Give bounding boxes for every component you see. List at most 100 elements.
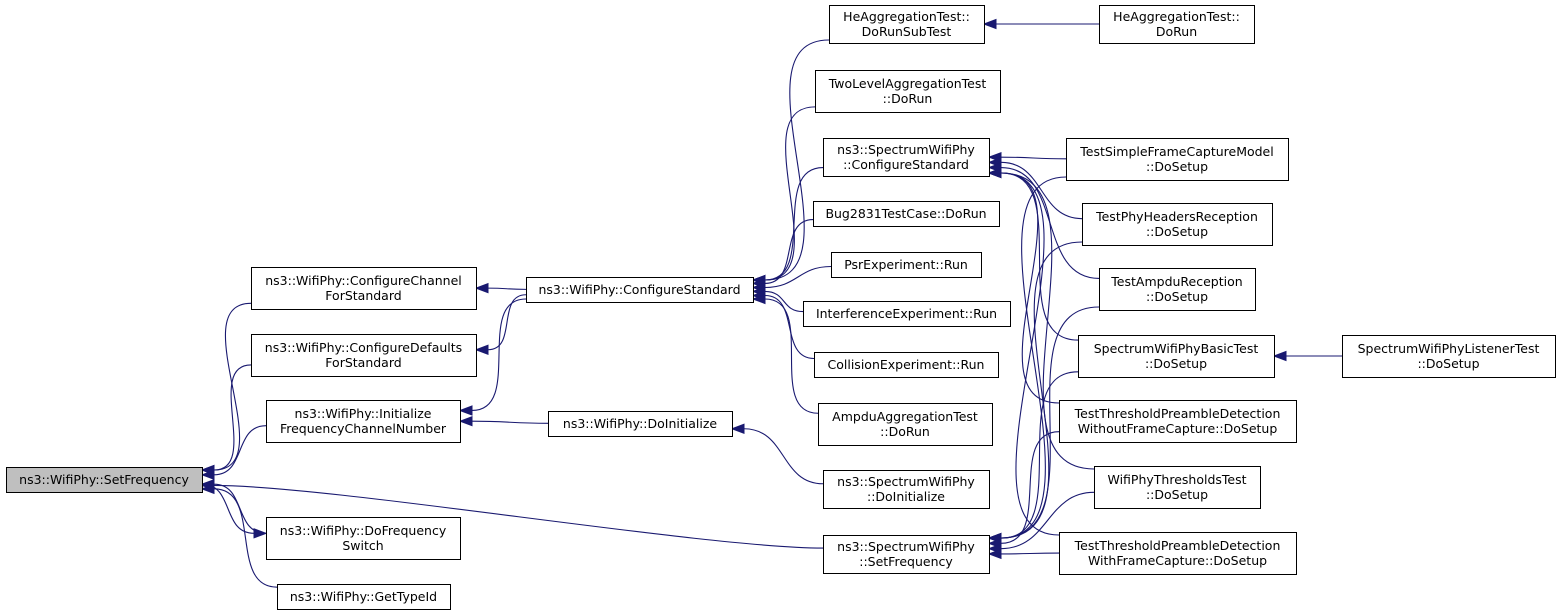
node-box (251, 334, 477, 377)
node-box (829, 5, 985, 44)
edge-twolevel-to-cfgstd (751, 106, 816, 286)
node-cfgchan[interactable]: ns3::WifiPhy::ConfigureChannelForStandar… (251, 267, 477, 310)
node-label-line: ::ConfigureStandard (843, 157, 969, 172)
node-cfgstd[interactable]: ns3::WifiPhy::ConfigureStandard (526, 277, 754, 303)
node-heaggsub[interactable]: HeAggregationTest::DoRunSubTest (829, 5, 985, 44)
edge-spdoinit-to-doinit (730, 423, 824, 485)
node-initfreq[interactable]: ns3::WifiPhy::InitializeFrequencyChannel… (266, 400, 461, 443)
node-label-line: ns3::SpectrumWifiPhy (837, 474, 975, 489)
node-heaggrun[interactable]: HeAggregationTest::DoRun (1099, 5, 1255, 44)
edge-line (213, 302, 252, 471)
node-interfexp[interactable]: InterferenceExperiment::Run (803, 301, 1011, 327)
node-ampdurx[interactable]: TestAmpduReception::DoSetup (1099, 268, 1256, 311)
node-label-line: FrequencyChannelNumber (280, 421, 447, 436)
node-label-line: ns3::WifiPhy::DoFrequency (280, 523, 447, 538)
arrowhead-icon (987, 548, 1002, 560)
edge-line (1000, 491, 1095, 550)
edge-setfreq-to-dofreqsw (201, 483, 268, 539)
node-bug2831[interactable]: Bug2831TestCase::DoRun (813, 201, 1000, 227)
node-cfgdef[interactable]: ns3::WifiPhy::ConfigureDefaultsForStanda… (251, 334, 477, 377)
node-label-line: TestSimpleFrameCaptureModel (1079, 144, 1273, 159)
node-gettype[interactable]: ns3::WifiPhy::GetTypeId (277, 584, 451, 610)
node-spbasic[interactable]: SpectrumWifiPhyBasicTest::DoSetup (1078, 335, 1275, 378)
node-threshw[interactable]: TestThresholdPreambleDetectionWithFrameC… (1059, 532, 1297, 575)
edge-threshw-to-spsetfreq (987, 548, 1060, 560)
edges-layer (200, 18, 1342, 588)
node-spdoinit[interactable]: ns3::SpectrumWifiPhy::DoInitialize (823, 470, 990, 509)
edge-line (471, 298, 527, 412)
edge-gettype-to-setfreq (200, 483, 278, 588)
node-label-line: ::DoInitialize (867, 489, 945, 504)
node-label-line: ns3::SpectrumWifiPhy (837, 142, 975, 157)
node-box (1059, 400, 1297, 443)
node-label-line: ns3::WifiPhy::DoInitialize (563, 416, 718, 431)
edge-line (764, 294, 815, 360)
node-label-line: ::DoSetup (1146, 159, 1208, 174)
node-box (251, 267, 477, 310)
edge-line (1000, 172, 1060, 404)
node-label-line: ns3::WifiPhy::GetTypeId (290, 589, 437, 604)
node-spsetfreq[interactable]: ns3::SpectrumWifiPhy::SetFrequency (823, 535, 990, 574)
node-ampduagg[interactable]: AmpduAggregationTest::DoRun (818, 403, 993, 446)
node-label-line: ns3::WifiPhy::ConfigureChannel (265, 273, 462, 288)
node-splistener[interactable]: SpectrumWifiPhyListenerTest::DoSetup (1342, 335, 1556, 378)
edge-phyhdr-to-spsetfreq (987, 241, 1083, 544)
node-label-line: TestPhyHeadersReception (1095, 209, 1258, 224)
node-spcfgstd[interactable]: ns3::SpectrumWifiPhy::ConfigureStandard (823, 138, 990, 177)
edge-ampduagg-to-cfgstd (751, 293, 819, 414)
node-twolevel[interactable]: TwoLevelAggregationTest::DoRun (815, 70, 1001, 113)
edge-line (213, 484, 824, 549)
node-label-line: ns3::SpectrumWifiPhy (837, 539, 975, 554)
node-box (1059, 532, 1297, 575)
node-box (814, 352, 999, 378)
arrowhead-icon (474, 344, 489, 355)
node-phythresh[interactable]: WifiPhyThresholdsTest::DoSetup (1094, 466, 1261, 509)
edge-line (213, 425, 267, 476)
arrowhead-icon (458, 405, 473, 416)
edge-cfgstd-to-initfreq (458, 298, 527, 416)
edge-doinit-to-initfreq (458, 415, 549, 427)
node-box (1078, 335, 1275, 378)
node-label-line: AmpduAggregationTest (832, 409, 978, 424)
edge-line (764, 167, 824, 281)
nodes-layer: ns3::WifiPhy::SetFrequencyns3::WifiPhy::… (6, 5, 1556, 610)
edge-line (1000, 156, 1067, 160)
node-label-line: ::DoRun (880, 424, 930, 439)
edge-line (1000, 241, 1083, 539)
node-label-line: ns3::WifiPhy::SetFrequency (19, 472, 189, 487)
node-label-line: ::DoSetup (1145, 356, 1207, 371)
node-label-line: TestAmpduReception (1110, 274, 1242, 289)
edge-threshw-to-spcfgstd (987, 167, 1060, 536)
node-box (6, 467, 203, 493)
node-box (823, 138, 990, 177)
node-setfreq[interactable]: ns3::WifiPhy::SetFrequency (6, 467, 203, 493)
node-doinit[interactable]: ns3::WifiPhy::DoInitialize (548, 411, 733, 437)
edge-line (487, 294, 527, 351)
edge-line (764, 219, 814, 284)
node-psrexp[interactable]: PsrExperiment::Run (831, 252, 982, 278)
edge-line (201, 483, 255, 534)
node-box (823, 470, 990, 509)
node-label-line: SpectrumWifiPhyBasicTest (1094, 341, 1259, 356)
node-box (818, 403, 993, 446)
node-box (803, 301, 1011, 327)
node-label-line: TestThresholdPreambleDetection (1074, 406, 1281, 421)
node-label-line: CollisionExperiment::Run (828, 357, 985, 372)
node-threshwo[interactable]: TestThresholdPreambleDetectionWithoutFra… (1059, 400, 1297, 443)
node-box (277, 584, 451, 610)
node-box (1099, 5, 1255, 44)
edge-line (743, 428, 824, 485)
node-label-line: PsrExperiment::Run (844, 257, 968, 272)
edge-line (1000, 176, 1067, 539)
edge-line (213, 488, 278, 588)
node-collexp[interactable]: CollisionExperiment::Run (814, 352, 999, 378)
arrowhead-icon (458, 415, 473, 427)
node-phyhdr[interactable]: TestPhyHeadersReception::DoSetup (1082, 203, 1273, 246)
node-label-line: ::DoSetup (1417, 356, 1479, 371)
edge-simplecap-to-spsetfreq (987, 176, 1067, 544)
node-simplecap[interactable]: TestSimpleFrameCaptureModel::DoSetup (1066, 138, 1289, 181)
edge-line (1000, 172, 1079, 341)
arrowhead-icon (730, 423, 745, 434)
